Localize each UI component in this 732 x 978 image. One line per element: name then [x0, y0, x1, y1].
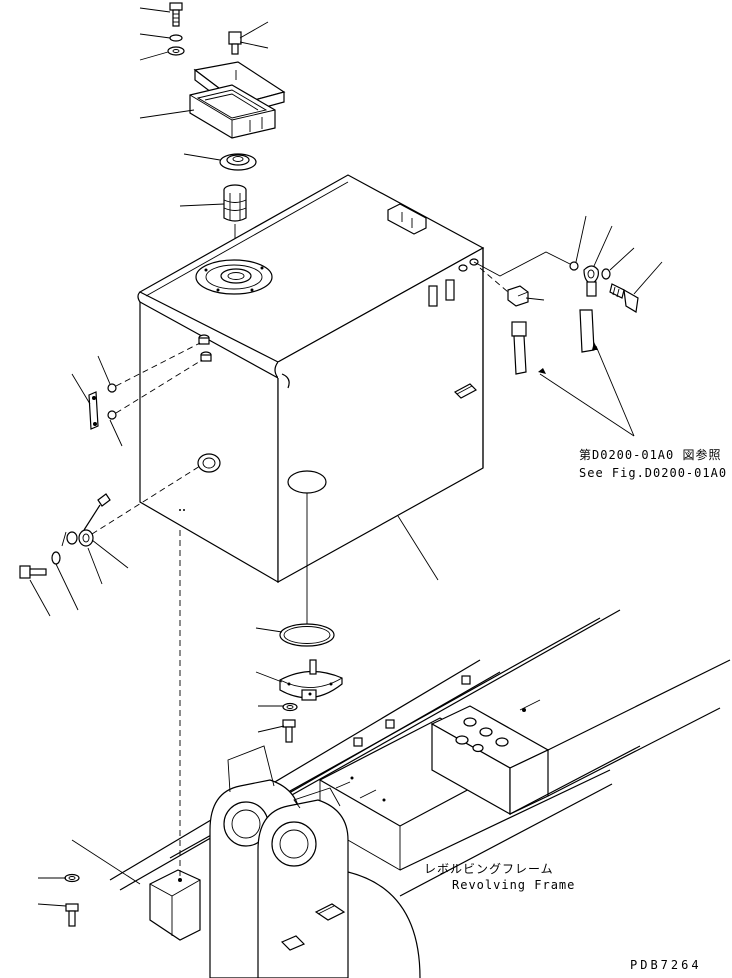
hose-end-left — [511, 321, 527, 375]
seal-ring — [219, 153, 257, 171]
o-ring — [279, 623, 335, 647]
banjo-fitting — [583, 265, 599, 297]
switch-bolt — [19, 565, 47, 579]
cover-washer — [282, 702, 298, 712]
bottom-opening — [287, 470, 327, 494]
revolving-frame — [109, 609, 731, 978]
switch-washer — [51, 551, 61, 565]
frame-label-en: Revolving Frame — [452, 878, 576, 892]
leader-lines — [29, 7, 663, 907]
frame-bolt — [65, 903, 79, 927]
cover-bolt — [282, 719, 296, 743]
reference-note-en: See Fig.D0200-01A0 — [579, 466, 728, 480]
strainer — [223, 184, 247, 222]
banjo-washer — [601, 268, 611, 280]
reference-note-jp: 第D0200-01A0 図参照 — [579, 448, 722, 462]
top-bolt — [169, 2, 183, 27]
gauge-washer-upper — [107, 383, 117, 393]
top-washers — [167, 34, 185, 56]
breather-plug — [228, 31, 242, 55]
hydraulic-tank — [137, 174, 485, 584]
gauge-washer-lower — [107, 410, 117, 420]
drawing-number: PDB7264 — [630, 958, 702, 972]
right-washer — [569, 261, 579, 271]
sight-gauge — [88, 391, 99, 430]
frame-label-jp: レボルビングフレーム — [424, 862, 554, 876]
bottom-cover — [279, 659, 343, 701]
hose-end-right — [579, 309, 595, 353]
frame-washer — [64, 873, 80, 883]
level-switch — [61, 493, 111, 547]
filler-cap-assembly — [189, 61, 286, 139]
banjo-bolt — [609, 283, 639, 313]
elbow-fitting — [507, 285, 529, 307]
